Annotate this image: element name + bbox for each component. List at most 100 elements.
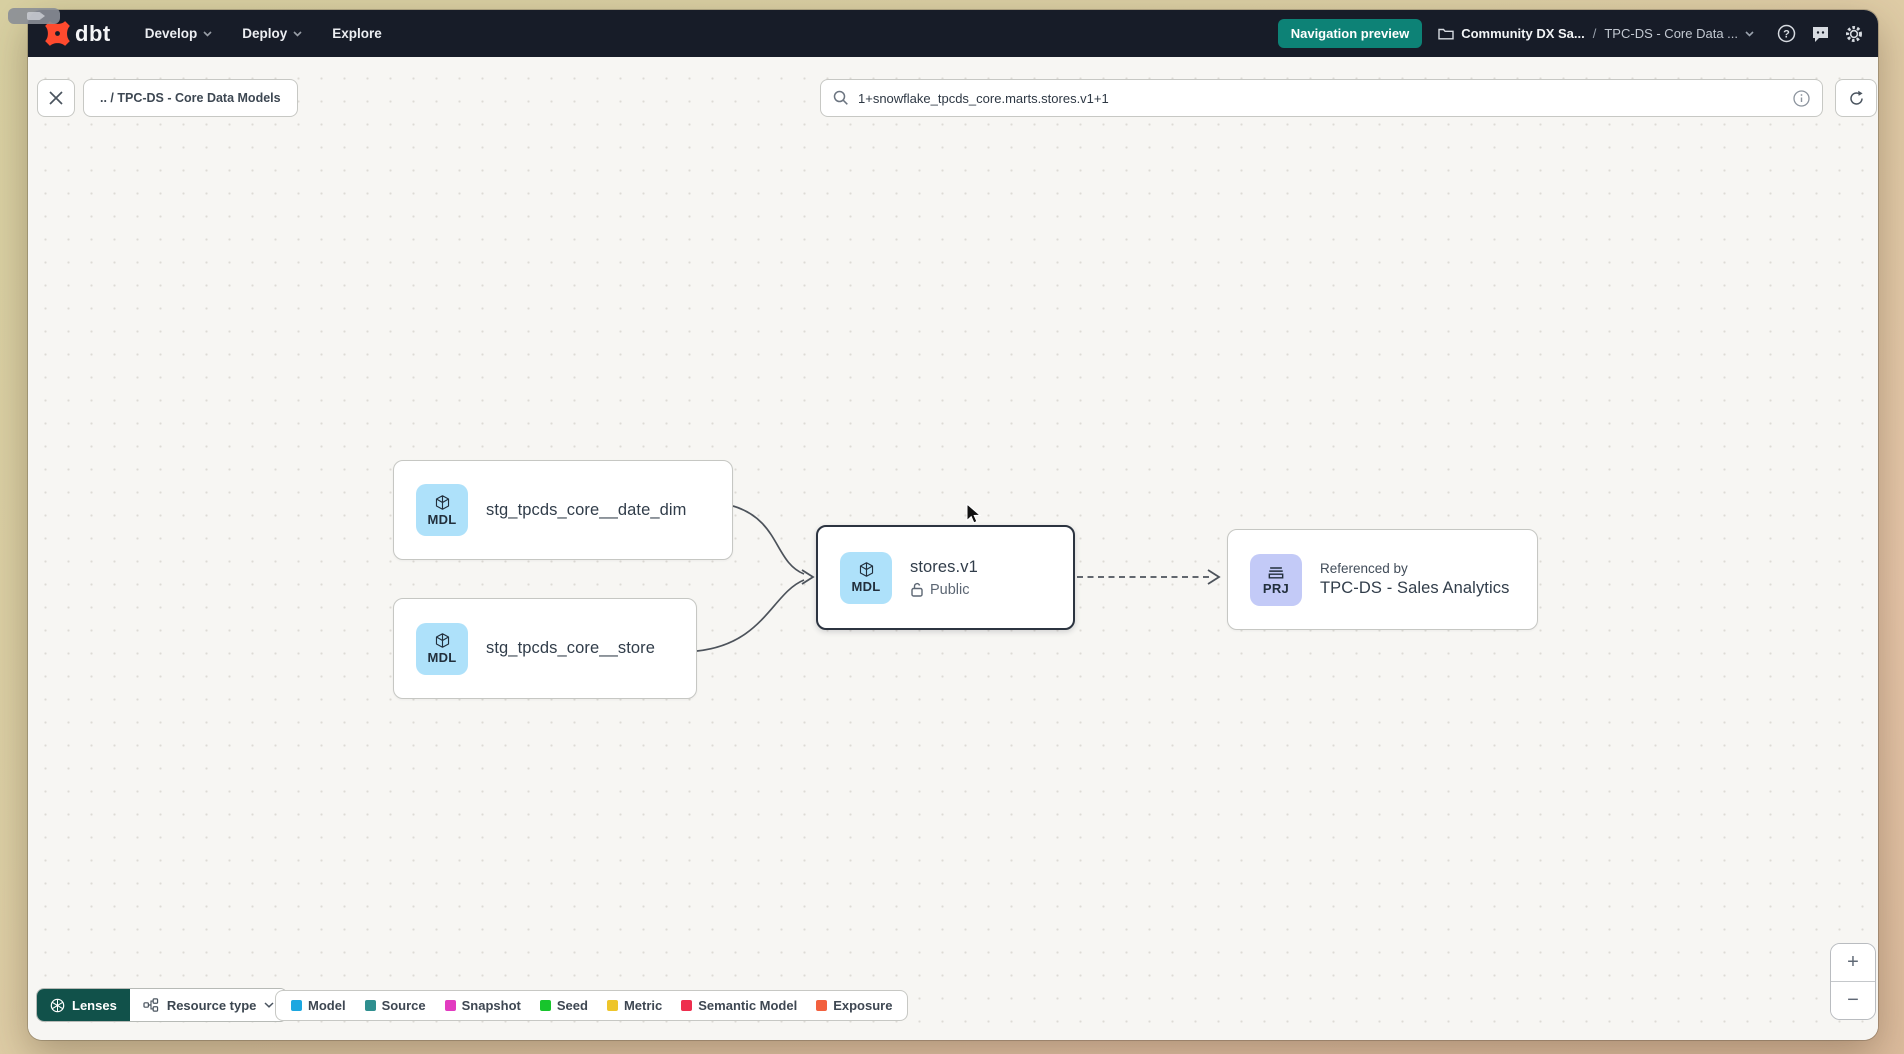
breadcrumb: Community DX Sa... / TPC-DS - Core Data …: [1438, 26, 1754, 41]
legend-item-model: Model: [291, 998, 346, 1013]
node-stg-tpcds-core-date-dim[interactable]: MDL stg_tpcds_core__date_dim: [393, 460, 733, 560]
node-title: stores.v1: [910, 557, 978, 576]
dbt-logo-icon: [45, 21, 70, 46]
nav-menu: Develop Deploy Explore: [145, 26, 382, 41]
lens-icon: [50, 998, 65, 1012]
zoom-controls: + −: [1830, 943, 1876, 1020]
breadcrumb-project[interactable]: Community DX Sa...: [1438, 26, 1585, 41]
node-body: Referenced by TPC-DS - Sales Analytics: [1320, 561, 1509, 598]
navigation-preview-button[interactable]: Navigation preview: [1277, 19, 1423, 48]
legend-item-source: Source: [364, 998, 426, 1013]
legend-label: Model: [308, 998, 346, 1013]
resource-type-label: Resource type: [166, 997, 257, 1013]
node-body: stg_tpcds_core__store: [486, 639, 655, 658]
top-navbar: dbt Develop Deploy Explore Navigation pr…: [28, 10, 1878, 57]
access-label: Public: [930, 581, 970, 598]
project-badge: PRJ: [1250, 553, 1302, 606]
cube-icon: [859, 562, 873, 577]
legend-item-exposure: Exposure: [816, 998, 892, 1013]
nav-item-label: Develop: [144, 26, 198, 41]
lock-open-icon: [911, 582, 923, 597]
resource-type-legend: Model Source Snapshot Seed Metric Semant…: [275, 990, 909, 1021]
refresh-lineage-button[interactable]: [1835, 79, 1877, 117]
refresh-icon: [1849, 90, 1863, 105]
breadcrumb-project-label: Community DX Sa...: [1461, 26, 1585, 41]
node-title: stg_tpcds_core__date_dim: [486, 500, 687, 519]
chevron-down-icon: [1745, 30, 1754, 37]
legend-swatch: [539, 1000, 551, 1011]
chevron-down-icon: [203, 30, 212, 37]
node-stores-v1[interactable]: MDL stores.v1 Public: [816, 525, 1075, 630]
legend-label: Exposure: [833, 998, 893, 1013]
folder-icon: [1438, 28, 1454, 40]
camera-icon: [27, 12, 45, 20]
project-stack-icon: [1268, 566, 1284, 578]
chevron-down-icon: [293, 30, 302, 37]
legend-swatch: [681, 1000, 693, 1011]
resource-type-dropdown[interactable]: Resource type: [129, 989, 288, 1021]
lenses-label: Lenses: [72, 997, 117, 1013]
svg-text:?: ?: [1783, 28, 1790, 40]
nav-item-develop[interactable]: Develop: [145, 26, 213, 41]
legend-label: Snapshot: [461, 998, 521, 1013]
zoom-out-button[interactable]: −: [1831, 982, 1875, 1019]
node-title: TPC-DS - Sales Analytics: [1320, 579, 1510, 597]
legend-item-snapshot: Snapshot: [444, 998, 521, 1013]
legend-swatch: [364, 1000, 376, 1011]
badge-label: PRJ: [1262, 580, 1290, 596]
navbar-right: Navigation preview Community DX Sa... / …: [1277, 19, 1864, 48]
nav-item-explore[interactable]: Explore: [332, 26, 382, 41]
feedback-icon[interactable]: [1810, 24, 1830, 44]
nav-item-deploy[interactable]: Deploy: [242, 26, 302, 41]
dbt-logo[interactable]: dbt: [44, 20, 111, 47]
legend-swatch: [291, 1000, 302, 1011]
search-icon: [833, 90, 848, 105]
node-tpcds-sales-analytics[interactable]: PRJ Referenced by TPC-DS - Sales Analyti…: [1227, 529, 1538, 630]
model-badge: MDL: [416, 484, 468, 536]
navbar-icon-group: ?: [1776, 24, 1864, 44]
app-window: dbt Develop Deploy Explore Navigation pr…: [28, 10, 1878, 1040]
node-access: Public: [910, 582, 978, 598]
legend-label: Semantic Model: [698, 998, 798, 1013]
lenses-button[interactable]: Lenses: [37, 989, 130, 1021]
zoom-in-button[interactable]: +: [1831, 944, 1875, 982]
lens-controls: Lenses Resource type: [36, 988, 289, 1022]
model-badge: MDL: [840, 551, 892, 604]
badge-label: MDL: [427, 650, 457, 665]
dbt-logo-text: dbt: [75, 20, 111, 46]
legend-item-semantic-model: Semantic Model: [681, 998, 797, 1013]
breadcrumb-page[interactable]: TPC-DS - Core Data ...: [1604, 26, 1754, 41]
badge-label: MDL: [851, 579, 881, 594]
legend-label: Source: [381, 998, 426, 1013]
legend-swatch: [606, 1000, 618, 1011]
node-eyebrow: Referenced by: [1320, 561, 1408, 576]
selector-input[interactable]: [858, 90, 1784, 106]
model-badge: MDL: [416, 622, 468, 675]
legend-label: Seed: [556, 998, 588, 1013]
node-body: stores.v1 Public: [910, 558, 978, 598]
node-body: stg_tpcds_core__date_dim: [486, 501, 687, 520]
breadcrumb-separator: /: [1592, 26, 1597, 41]
legend-label: Metric: [623, 998, 663, 1013]
legend-item-seed: Seed: [539, 998, 588, 1013]
screen-share-camera-widget: [8, 8, 60, 24]
legend-swatch: [816, 1000, 828, 1011]
breadcrumb-page-label: TPC-DS - Core Data ...: [1604, 26, 1738, 41]
lineage-canvas[interactable]: [28, 57, 1878, 1040]
cube-icon: [435, 494, 449, 510]
node-title: stg_tpcds_core__store: [486, 639, 656, 657]
lineage-breadcrumb-chip[interactable]: .. / TPC-DS - Core Data Models: [83, 79, 298, 117]
close-icon: [49, 91, 63, 105]
legend-item-metric: Metric: [606, 998, 663, 1013]
close-lineage-button[interactable]: [37, 79, 75, 117]
nav-item-label: Deploy: [242, 26, 288, 41]
info-icon[interactable]: [1793, 89, 1810, 107]
settings-gear-icon[interactable]: [1844, 24, 1864, 44]
help-icon[interactable]: ?: [1776, 24, 1796, 44]
legend-swatch: [444, 1000, 456, 1011]
graph-nodes-icon: [143, 998, 158, 1012]
lineage-search[interactable]: [820, 79, 1823, 117]
chevron-down-icon: [264, 1002, 274, 1008]
cube-icon: [435, 633, 449, 648]
node-stg-tpcds-core-store[interactable]: MDL stg_tpcds_core__store: [393, 598, 697, 699]
